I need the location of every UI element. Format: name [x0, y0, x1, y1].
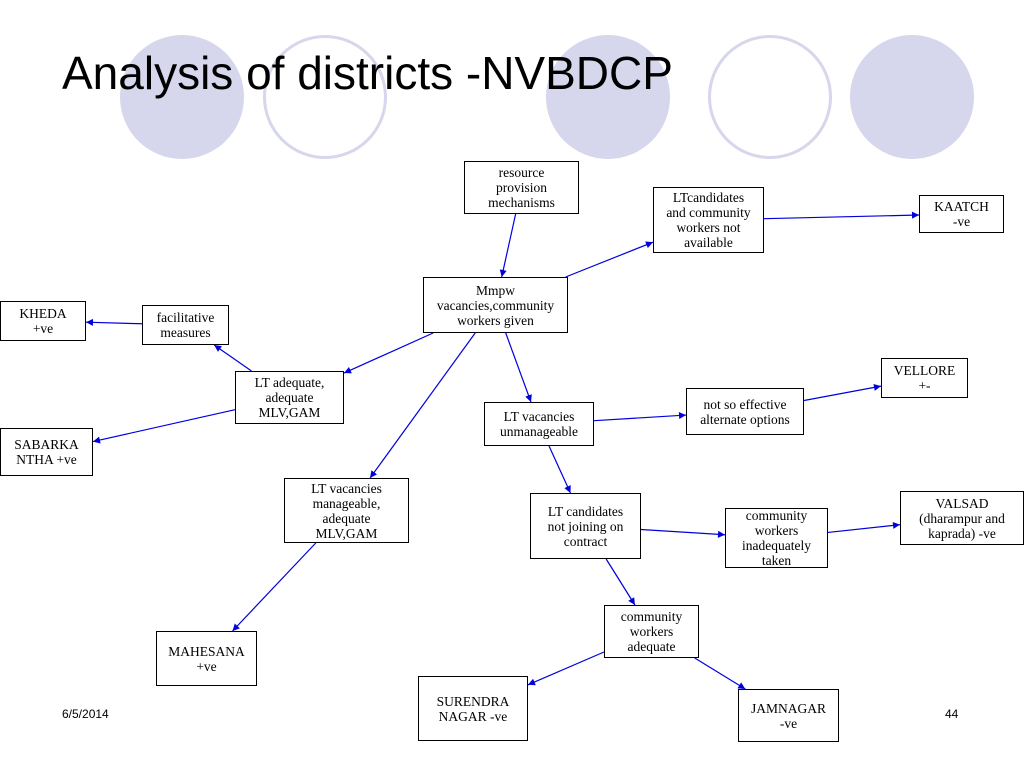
arrow-lt_not_joining-to-cw_inadequate [640, 528, 726, 538]
slide-date: 6/5/2014 [62, 707, 109, 721]
node-community-workers-inadequate: community workers inadequately taken [725, 508, 828, 568]
decorative-circle [120, 35, 244, 159]
node-label: resource provision mechanisms [488, 165, 555, 210]
node-lt-candidates-not-joining: LT candidates not joining on contract [530, 493, 641, 559]
arrow-facilitative-to-kheda [85, 318, 143, 326]
node-label: LT adequate, adequate MLV,GAM [254, 375, 325, 420]
node-label: LT vacancies manageable, adequate MLV,GA… [311, 480, 382, 541]
arrow-cw_inadequate-to-valsad [827, 521, 901, 534]
arrow-mmpw-to-lt_adequate [343, 332, 434, 374]
node-valsad: VALSAD (dharampur and kaprada) -ve [900, 491, 1024, 545]
node-sabarkantha: SABARKA NTHA +ve [0, 428, 93, 476]
decorative-circle [850, 35, 974, 159]
decorative-circle [708, 35, 832, 159]
arrow-mmpw-to-lt_unmanageable [505, 332, 532, 403]
arrow-mmpw-to-lt_manageable [369, 332, 476, 479]
arrow-resource-to-mmpw [499, 213, 517, 278]
node-kaatch: KAATCH -ve [919, 195, 1004, 233]
node-label: community workers inadequately taken [742, 508, 811, 568]
node-jamnagar: JAMNAGAR -ve [738, 689, 839, 742]
node-lt-candidates-not-available: LTcandidates and community workers not a… [653, 187, 764, 253]
node-label: LT candidates not joining on contract [547, 503, 624, 549]
node-label: SABARKA NTHA +ve [14, 437, 79, 467]
node-lt-adequate: LT adequate, adequate MLV,GAM [235, 371, 344, 424]
arrow-lt_not_joining-to-cw_adequate [605, 558, 636, 606]
arrow-ltcand_na-to-kaatch [763, 211, 920, 220]
node-facilitative-measures: facilitative measures [142, 305, 229, 345]
decorative-circle [546, 35, 670, 159]
arrow-lt_adequate-to-facilitative [213, 344, 252, 372]
node-label: Mmpw vacancies,community workers given [436, 282, 555, 328]
node-community-workers-adequate: community workers adequate [604, 605, 699, 658]
node-label: SURENDRA NAGAR -ve [436, 693, 510, 724]
node-not-so-effective-options: not so effective alternate options [686, 388, 804, 435]
arrow-cw_adequate-to-jamnagar [694, 657, 746, 690]
slide-page-number: 44 [945, 707, 959, 721]
arrow-cw_adequate-to-surendranagar [527, 651, 605, 686]
slide-title: Analysis of districts -NVBDCP [62, 47, 673, 99]
node-vellore: VELLORE +- [881, 358, 968, 398]
decorative-circle [263, 35, 387, 159]
node-label: MAHESANA +ve [168, 643, 245, 674]
node-mmpw-vacancies: Mmpw vacancies,community workers given [423, 277, 568, 333]
arrow-lt_unmanageable-to-lt_not_joining [548, 445, 572, 494]
arrow-lt_manageable-to-mahesana [232, 542, 317, 632]
node-resource-provision: resource provision mechanisms [464, 161, 579, 214]
node-lt-vacancies-manageable: LT vacancies manageable, adequate MLV,GA… [284, 478, 409, 543]
node-label: JAMNAGAR -ve [750, 700, 826, 731]
node-surendranagar: SURENDRA NAGAR -ve [418, 676, 528, 741]
arrow-not_effective-to-vellore [803, 383, 882, 402]
node-label: VELLORE +- [893, 363, 956, 393]
node-label: KAATCH -ve [934, 199, 989, 229]
node-label: not so effective alternate options [700, 396, 790, 427]
node-lt-vacancies-unmanageable: LT vacancies unmanageable [484, 402, 594, 446]
node-label: KHEDA +ve [19, 306, 67, 336]
node-label: VALSAD (dharampur and kaprada) -ve [919, 495, 1005, 541]
node-label: LT vacancies unmanageable [500, 409, 578, 439]
arrow-mmpw-to-ltcand_na [565, 241, 654, 278]
node-label: community workers adequate [620, 609, 683, 654]
node-label: LTcandidates and community workers not a… [666, 190, 751, 250]
node-mahesana: MAHESANA +ve [156, 631, 257, 686]
node-kheda: KHEDA +ve [0, 301, 86, 341]
arrow-lt_adequate-to-sabarkantha [92, 409, 236, 444]
arrow-lt_unmanageable-to-not_effective [593, 412, 687, 422]
node-label: facilitative measures [156, 310, 215, 340]
